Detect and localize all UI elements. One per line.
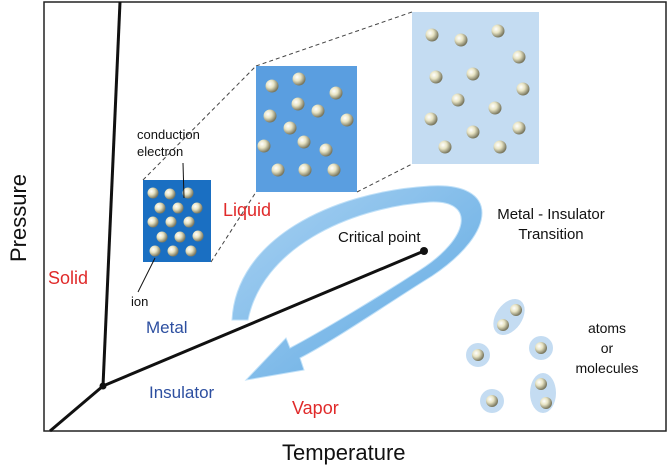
critical-point-label: Critical point (338, 229, 421, 246)
liquid-label: Liquid (223, 200, 272, 220)
conduction-label-line1: conduction (137, 127, 200, 142)
metal-label: Metal (146, 318, 188, 337)
conduction-electron-pointer (182, 162, 185, 199)
x-axis-label: Temperature (282, 440, 406, 465)
triple-point (99, 382, 107, 390)
transition-label-line2: Transition (518, 226, 584, 243)
solid-boundary-line (101, 1, 122, 387)
insulator-label: Insulator (149, 383, 215, 402)
y-axis-label: Pressure (6, 173, 31, 263)
ion-pointer (137, 257, 156, 293)
dashed-connector (356, 163, 413, 193)
solid-label: Solid (48, 268, 89, 288)
gas-label-line2: or (600, 340, 614, 356)
vaporization-line (102, 249, 425, 388)
plot-frame (43, 1, 667, 432)
liquid-atoms (257, 72, 354, 177)
conduction-label-line2: electron (137, 144, 184, 159)
ion-label: ion (131, 294, 149, 309)
solid-ions (147, 187, 204, 257)
gas-particles-label: atoms or molecules (565, 318, 649, 378)
gas-label-line3: molecules (575, 360, 639, 376)
transition-label: Metal - Insulator Transition (487, 206, 615, 243)
transition-arrow (231, 185, 483, 381)
conduction-electron-label: conduction electron (137, 126, 200, 160)
expanded-atoms (424, 24, 530, 154)
dashed-connector (255, 11, 413, 67)
vapor-label: Vapor (292, 398, 339, 418)
gas-label-line1: atoms (587, 320, 627, 336)
transition-label-line1: Metal - Insulator (497, 206, 605, 223)
sublimation-line (49, 384, 104, 433)
dashed-connector (142, 65, 257, 181)
gas-particles (466, 298, 556, 413)
critical-point-dot (420, 247, 428, 255)
